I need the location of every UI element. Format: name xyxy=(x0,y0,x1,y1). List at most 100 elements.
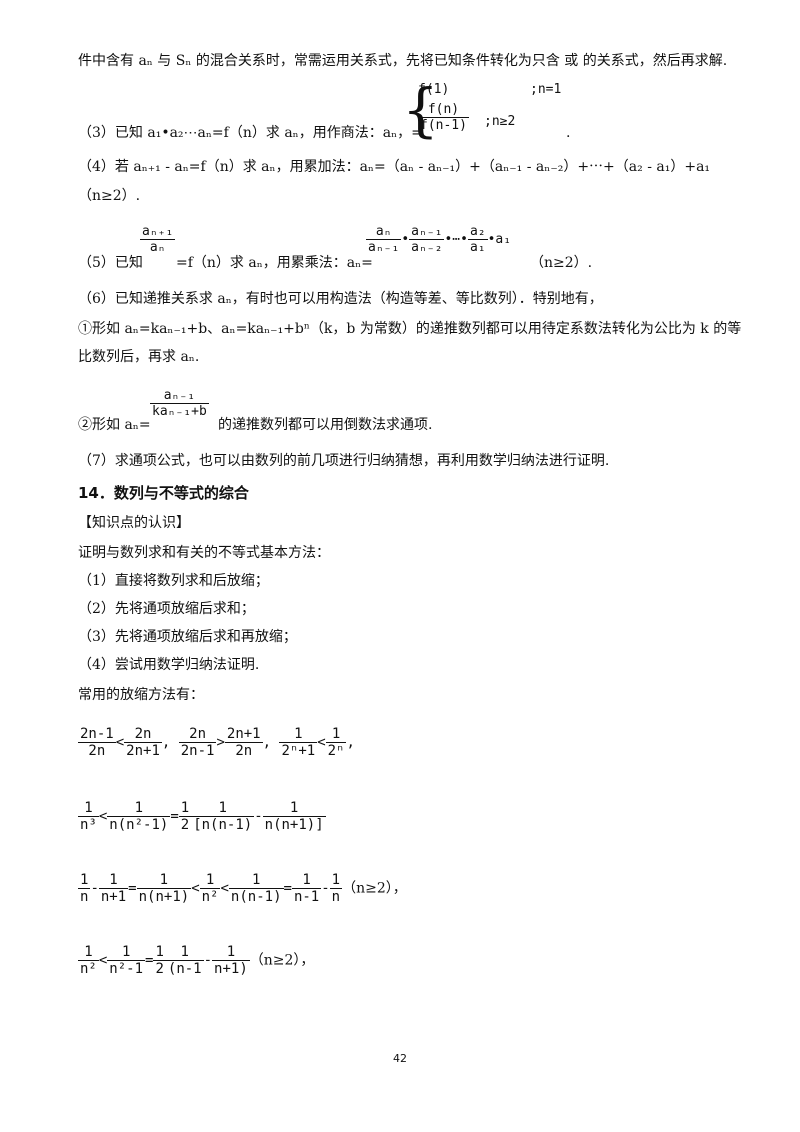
method-2: （2）先将通项放缩后求和； xyxy=(78,601,255,617)
symbol: < xyxy=(220,880,229,897)
frac-num: aₙ₋₁ xyxy=(409,224,445,240)
frac-den: n+1 xyxy=(100,889,127,905)
frac-den: aₙ₋₁ xyxy=(368,240,400,255)
frac-num: 1 xyxy=(153,944,166,961)
frac-den: aₙ₋₂ xyxy=(411,240,443,255)
symbol: - xyxy=(321,880,330,897)
frac-num: 1 xyxy=(329,872,343,889)
frac-num: 1 xyxy=(228,872,284,889)
frac-num: 2n+1 xyxy=(224,726,263,743)
text-line-continuation: 件中含有 aₙ 与 Sₙ 的混合关系时，常需运用关系式，先将已知条件转化为只含 … xyxy=(78,53,728,69)
frac-num: 1 xyxy=(212,944,250,961)
frac-den: 2n+1 xyxy=(126,743,160,759)
item-6b-prefix: ②形如 aₙ= xyxy=(78,417,151,433)
item-3-case2-cond: ;n≥2 xyxy=(484,114,516,129)
item-3-end: . xyxy=(566,125,571,141)
symbol: = xyxy=(170,808,179,825)
frac-den: n(n+1)] xyxy=(264,817,324,833)
frac-den: 2ⁿ+1 xyxy=(281,743,316,759)
condition: （n≥2）， xyxy=(342,880,407,897)
symbol: > xyxy=(216,734,225,751)
frac-num: 1 xyxy=(325,726,347,743)
symbol: < xyxy=(115,734,125,751)
condition: （n≥2）， xyxy=(249,952,315,969)
symbol: = xyxy=(283,880,292,897)
item-7-text: （7）求通项公式，也可以由数列的前几项进行归纳猜想，再利用数学归纳法进行证明. xyxy=(78,453,610,469)
frac-num: 1 xyxy=(199,872,221,889)
frac-den: n(n²-1) xyxy=(109,817,169,833)
knowledge-label: 【知识点的认识】 xyxy=(78,515,190,531)
frac-den: 2ⁿ xyxy=(327,743,345,759)
frac-den: 2n xyxy=(88,743,106,759)
frac-num: 1 xyxy=(165,944,204,961)
item-6-text: （6）已知递推关系求 aₙ，有时也可以用构造法（构造等差、等比数列）．特别地有， xyxy=(78,291,603,307)
item-3-text: （3）已知 a₁•a₂⋯aₙ=f（n）求 aₙ，用作商法：aₙ，= xyxy=(78,125,423,141)
item-6b-suffix: 的递推数列都可以用倒数法求通项. xyxy=(218,417,433,433)
frac-num: aₙ₊₁ xyxy=(140,224,176,240)
frac-den: 2n xyxy=(235,743,253,759)
frac-den: 2 xyxy=(155,961,164,977)
frac-num: 1 xyxy=(291,872,322,889)
frac-num: 1 xyxy=(279,726,318,743)
frac-den: f(n-1) xyxy=(420,118,467,133)
frac-den: n²-1 xyxy=(109,961,144,977)
item-6a-cont: 比数列后，再求 aₙ. xyxy=(78,349,200,365)
frac-den: n² xyxy=(201,889,219,905)
symbol: = xyxy=(128,880,137,897)
frac-den: n+1) xyxy=(214,961,248,977)
frac-num: 1 xyxy=(262,800,326,817)
page-number: 42 xyxy=(393,1052,407,1065)
frac-den: n-1 xyxy=(293,889,320,905)
method-1: （1）直接将数列求和后放缩； xyxy=(78,573,269,589)
item-4-cont: （n≥2）. xyxy=(78,188,141,204)
frac-num: 1 xyxy=(178,800,192,817)
frac-num: 2n xyxy=(178,726,217,743)
frac-den: n xyxy=(80,889,89,905)
frac-den: n³ xyxy=(80,817,97,833)
symbol: < xyxy=(98,808,108,825)
frac-num: f(n) xyxy=(418,102,469,118)
left-brace: { xyxy=(402,76,439,144)
symbol: < xyxy=(98,952,108,969)
section-heading: 14．数列与不等式的综合 xyxy=(78,484,249,502)
frac-den: 2 xyxy=(180,817,190,833)
frac-num: 1 xyxy=(107,944,146,961)
frac-den: n xyxy=(331,889,341,905)
symbol: - xyxy=(203,952,213,969)
item-5-prefix: （5）已知 xyxy=(78,255,143,271)
frac-num: aₙ₋₁ xyxy=(150,388,209,404)
symbol: - xyxy=(90,880,99,897)
item-6a-text: ①形如 aₙ=kaₙ₋₁+b、aₙ=kaₙ₋₁+bⁿ（k，b 为常数）的递推数列… xyxy=(78,321,742,337)
frac-den: n(n+1) xyxy=(138,889,190,905)
method-3: （3）先将通项放缩后求和再放缩； xyxy=(78,629,297,645)
frac-num: 1 xyxy=(136,872,192,889)
method-4: （4）尝试用数学归纳法证明. xyxy=(78,657,260,673)
item-4-text: （4）若 aₙ₊₁ - aₙ=f（n）求 aₙ，用累加法：aₙ=（aₙ - aₙ… xyxy=(78,159,711,175)
intro-text: 证明与数列求和有关的不等式基本方法： xyxy=(78,545,330,561)
item-5-cond: （n≥2）. xyxy=(530,255,593,271)
frac-den: (n-1 xyxy=(167,961,202,977)
frac-num: aₙ xyxy=(366,224,402,240)
item-3-case2-frac: f(n)f(n-1) xyxy=(418,102,469,133)
frac-den: a₁ xyxy=(469,240,486,255)
item-3-case1-cond: ;n=1 xyxy=(530,82,562,97)
frac-num: 1 xyxy=(191,800,255,817)
frac-den: aₙ xyxy=(149,240,166,255)
frac-num: 2n-1 xyxy=(78,726,116,743)
common-methods-label: 常用的放缩方法有： xyxy=(78,687,204,703)
frac-den: kaₙ₋₁+b xyxy=(152,404,207,419)
frac-num: 1 xyxy=(78,872,91,889)
frac-num: 1 xyxy=(78,944,99,961)
frac-num: 1 xyxy=(98,872,129,889)
frac-den: [n(n-1) xyxy=(193,817,253,833)
frac-num: 2n xyxy=(124,726,162,743)
frac-num: 1 xyxy=(107,800,171,817)
frac-num: 1 xyxy=(78,800,99,817)
symbol: - xyxy=(254,808,263,825)
term: a₁ xyxy=(495,232,512,247)
